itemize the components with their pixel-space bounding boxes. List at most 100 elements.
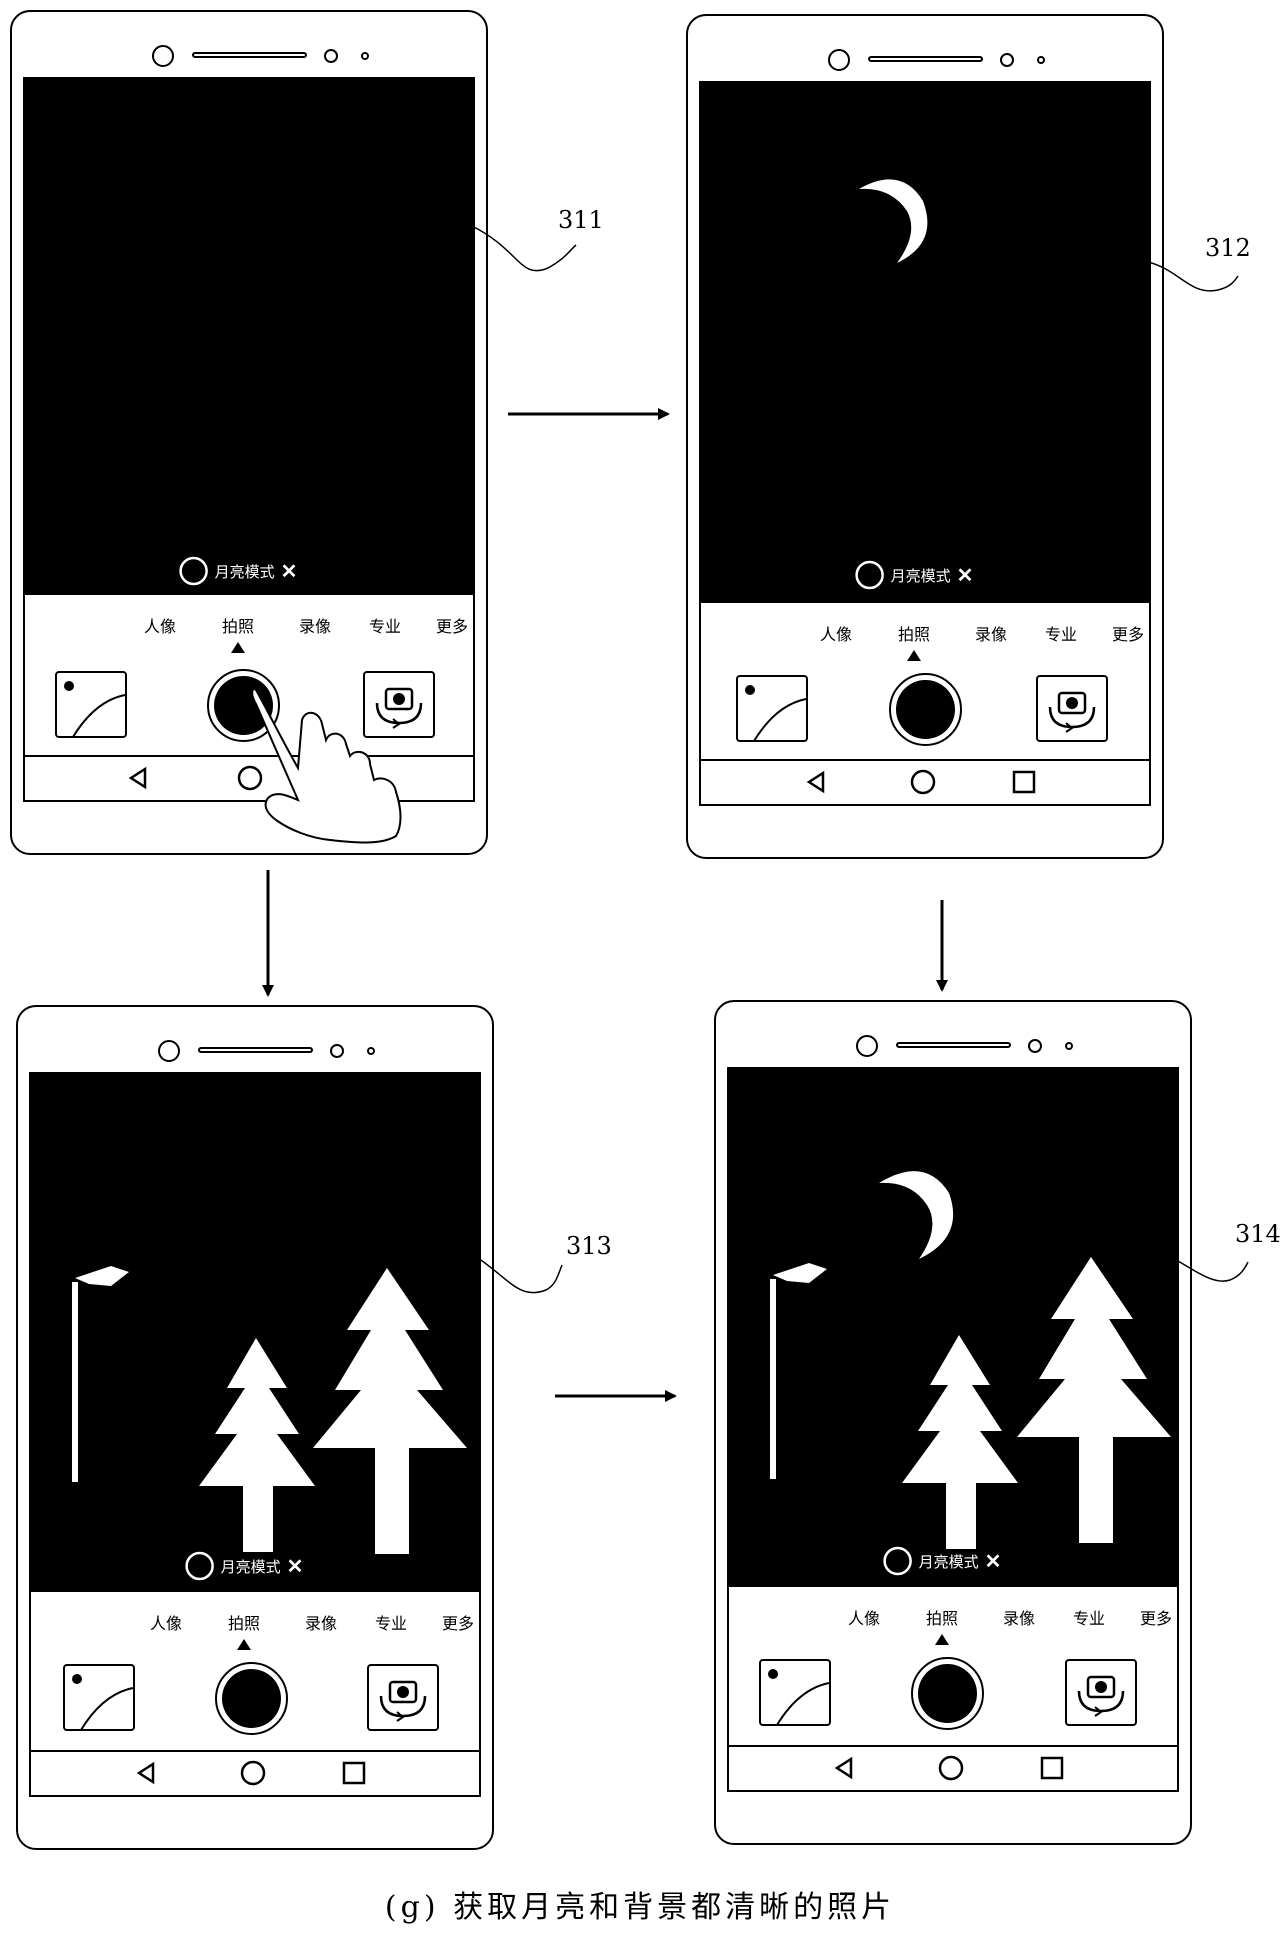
front-camera xyxy=(856,1035,878,1057)
screen: 月亮模式 ✕ 人像 拍照 录像 专业 更多 xyxy=(29,1072,481,1797)
mode-video[interactable]: 录像 xyxy=(298,617,332,636)
mode-pro[interactable]: 专业 xyxy=(374,1614,408,1633)
moon-mode-indicator[interactable]: 月亮模式 ✕ xyxy=(179,556,298,586)
back-icon[interactable] xyxy=(128,766,147,790)
moon-mode-indicator[interactable]: 月亮模式 ✕ xyxy=(855,560,974,590)
moon-icon xyxy=(179,556,208,586)
sensor-dot xyxy=(1000,53,1014,67)
mode-photo[interactable]: 拍照 xyxy=(227,1614,261,1633)
moon-icon xyxy=(883,1546,912,1576)
camera-switch-icon xyxy=(1048,691,1096,733)
moon xyxy=(859,179,928,263)
shutter-inner xyxy=(214,676,273,735)
mode-pro[interactable]: 专业 xyxy=(1072,1609,1106,1628)
camera-switch-button[interactable] xyxy=(363,671,435,738)
mode-video[interactable]: 录像 xyxy=(974,625,1008,644)
shutter-inner xyxy=(222,1669,281,1728)
moon-mode-label: 月亮模式 xyxy=(220,1557,281,1576)
viewfinder: 月亮模式 ✕ xyxy=(31,1074,479,1592)
small-tree xyxy=(199,1338,315,1552)
back-icon[interactable] xyxy=(136,1761,155,1785)
mode-more[interactable]: 更多 xyxy=(435,617,469,636)
earpiece-speaker xyxy=(868,56,983,62)
navigation-bar xyxy=(729,1745,1177,1790)
recents-icon[interactable] xyxy=(1040,1756,1064,1780)
mode-portrait[interactable]: 人像 xyxy=(847,1609,881,1628)
mode-video[interactable]: 录像 xyxy=(304,1614,338,1633)
close-moon-mode-icon[interactable]: ✕ xyxy=(286,1554,304,1578)
mode-photo[interactable]: 拍照 xyxy=(925,1609,959,1628)
camera-switch-icon xyxy=(1077,1675,1125,1717)
close-moon-mode-icon[interactable]: ✕ xyxy=(956,563,974,587)
mode-pro[interactable]: 专业 xyxy=(1044,625,1078,644)
recents-icon[interactable] xyxy=(1012,770,1036,794)
viewfinder: 月亮模式 ✕ xyxy=(25,79,473,595)
shutter-inner xyxy=(896,680,955,739)
moon-mode-label: 月亮模式 xyxy=(890,566,951,585)
gallery-thumbnail[interactable] xyxy=(55,671,127,738)
large-tree xyxy=(313,1268,467,1554)
viewfinder: 月亮模式 ✕ xyxy=(701,83,1149,603)
label-313: 313 xyxy=(566,1232,612,1260)
shutter-button[interactable] xyxy=(207,669,280,742)
home-icon[interactable] xyxy=(910,769,936,795)
small-tree xyxy=(902,1335,1018,1549)
phone-311: 月亮模式 ✕ 人像 拍照 录像 专业 更多 xyxy=(10,10,488,855)
close-moon-mode-icon[interactable]: ✕ xyxy=(280,559,298,583)
label-314: 314 xyxy=(1235,1220,1280,1248)
earpiece-speaker xyxy=(896,1042,1011,1048)
navigation-bar xyxy=(31,1750,479,1795)
home-icon[interactable] xyxy=(237,765,263,791)
mode-more[interactable]: 更多 xyxy=(441,1614,475,1633)
camera-switch-icon xyxy=(375,687,423,729)
recents-icon[interactable] xyxy=(342,1761,366,1785)
mode-portrait[interactable]: 人像 xyxy=(143,617,177,636)
mode-video[interactable]: 录像 xyxy=(1002,1609,1036,1628)
mode-more[interactable]: 更多 xyxy=(1139,1609,1173,1628)
large-tree xyxy=(1017,1257,1171,1543)
camera-switch-button[interactable] xyxy=(1036,675,1108,742)
gallery-thumbnail[interactable] xyxy=(759,1659,831,1726)
navigation-bar xyxy=(701,759,1149,804)
image-icon xyxy=(64,681,126,738)
gallery-thumbnail[interactable] xyxy=(736,675,808,742)
gallery-thumbnail[interactable] xyxy=(63,1664,135,1731)
phone-313: 月亮模式 ✕ 人像 拍照 录像 专业 更多 xyxy=(16,1005,494,1850)
sensor-dot xyxy=(1028,1039,1042,1053)
moon-mode-indicator[interactable]: 月亮模式 ✕ xyxy=(883,1546,1002,1576)
close-moon-mode-icon[interactable]: ✕ xyxy=(984,1549,1002,1573)
shutter-button[interactable] xyxy=(215,1662,288,1735)
moon-mode-indicator[interactable]: 月亮模式 ✕ xyxy=(185,1551,304,1581)
camera-switch-button[interactable] xyxy=(1065,1659,1137,1726)
sensor-dot xyxy=(330,1044,344,1058)
selected-mode-indicator xyxy=(231,642,245,653)
mode-portrait[interactable]: 人像 xyxy=(819,625,853,644)
image-icon xyxy=(768,1669,830,1726)
home-icon[interactable] xyxy=(938,1755,964,1781)
shutter-button[interactable] xyxy=(911,1657,984,1730)
shutter-button[interactable] xyxy=(889,673,962,746)
mode-portrait[interactable]: 人像 xyxy=(149,1614,183,1633)
home-icon[interactable] xyxy=(240,1760,266,1786)
figure-caption: (g) 获取月亮和背景都清晰的照片 xyxy=(384,1890,896,1925)
camera-switch-icon xyxy=(379,1680,427,1722)
moon-mode-label: 月亮模式 xyxy=(918,1552,979,1571)
back-icon[interactable] xyxy=(806,770,825,794)
mode-pro[interactable]: 专业 xyxy=(368,617,402,636)
mode-photo[interactable]: 拍照 xyxy=(897,625,931,644)
mode-more[interactable]: 更多 xyxy=(1111,625,1145,644)
screen: 月亮模式 ✕ 人像 拍照 录像 专业 更多 xyxy=(727,1067,1179,1792)
phone-314: 月亮模式 ✕ 人像 拍照 录像 专业 更多 xyxy=(714,1000,1192,1845)
front-camera xyxy=(152,45,174,67)
image-icon xyxy=(745,685,807,742)
selected-mode-indicator xyxy=(935,1634,949,1645)
earpiece-speaker xyxy=(198,1047,313,1053)
mode-photo[interactable]: 拍照 xyxy=(221,617,255,636)
front-camera xyxy=(828,49,850,71)
back-icon[interactable] xyxy=(834,1756,853,1780)
street-lamp xyxy=(72,1266,129,1482)
camera-switch-button[interactable] xyxy=(367,1664,439,1731)
viewfinder: 月亮模式 ✕ xyxy=(729,1069,1177,1587)
moon-icon xyxy=(855,560,884,590)
moon-mode-label: 月亮模式 xyxy=(214,562,275,581)
